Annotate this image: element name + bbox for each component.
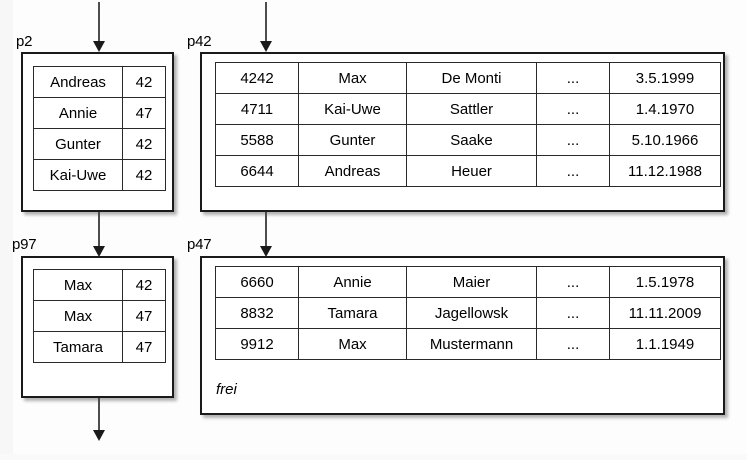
cell-page: 42 (122, 269, 166, 301)
data-table-p47[interactable]: 6660 Annie Maier ... 1.5.1978 8832 Tamar… (215, 266, 721, 360)
cell-id: 8832 (215, 297, 299, 329)
cell-date: 1.5.1978 (609, 266, 721, 298)
cell-last: Saake (406, 124, 537, 156)
cell-date: 11.12.1988 (609, 155, 721, 187)
cell-page: 47 (122, 331, 166, 363)
table-row[interactable]: Max 42 (33, 269, 166, 301)
cell-key: Max (33, 269, 123, 301)
cell-last: Jagellowsk (406, 297, 537, 329)
table-row[interactable]: Annie 47 (33, 97, 166, 129)
cell-last: De Monti (406, 62, 537, 94)
cell-last: Maier (406, 266, 537, 298)
cell-last: Mustermann (406, 328, 537, 360)
cell-page: 47 (122, 97, 166, 129)
cell-first: Kai-Uwe (298, 93, 407, 125)
cell-ellipsis: ... (536, 266, 610, 298)
cell-key: Annie (33, 97, 123, 129)
cell-id: 4711 (215, 93, 299, 125)
arrow-down-into-p2 (93, 2, 105, 52)
table-row[interactable]: Max 47 (33, 300, 166, 332)
index-table-p2[interactable]: Andreas 42 Annie 47 Gunter 42 Kai-Uwe 42 (33, 66, 166, 191)
bottom-strip (0, 454, 747, 460)
cell-date: 1.1.1949 (609, 328, 721, 360)
cell-ellipsis: ... (536, 155, 610, 187)
cell-first: Andreas (298, 155, 407, 187)
left-gutter-strip (0, 0, 13, 460)
table-row[interactable]: 6644 Andreas Heuer ... 11.12.1988 (215, 155, 721, 187)
cell-key: Tamara (33, 331, 123, 363)
table-row[interactable]: Andreas 42 (33, 66, 166, 98)
arrow-down-p2-to-p97 (93, 212, 105, 258)
table-row[interactable]: 9912 Max Mustermann ... 1.1.1949 (215, 328, 721, 360)
cell-id: 4242 (215, 62, 299, 94)
index-table-p97[interactable]: Max 42 Max 47 Tamara 47 (33, 269, 166, 363)
page-label-p47: p47 (187, 236, 212, 253)
cell-date: 3.5.1999 (609, 62, 721, 94)
cell-key: Max (33, 300, 123, 332)
cell-first: Max (298, 62, 407, 94)
table-row[interactable]: Kai-Uwe 42 (33, 159, 166, 191)
cell-id: 6660 (215, 266, 299, 298)
arrow-down-out-of-p97 (93, 398, 105, 443)
page-label-p97: p97 (12, 236, 37, 253)
cell-date: 11.11.2009 (609, 297, 721, 329)
table-row[interactable]: 8832 Tamara Jagellowsk ... 11.11.2009 (215, 297, 721, 329)
cell-ellipsis: ... (536, 124, 610, 156)
cell-key: Gunter (33, 128, 123, 160)
cell-first: Max (298, 328, 407, 360)
table-row[interactable]: 4242 Max De Monti ... 3.5.1999 (215, 62, 721, 94)
table-row[interactable]: 5588 Gunter Saake ... 5.10.1966 (215, 124, 721, 156)
cell-id: 9912 (215, 328, 299, 360)
page-label-p42: p42 (187, 33, 212, 50)
cell-date: 1.4.1970 (609, 93, 721, 125)
free-space-label-p47: frei (216, 381, 237, 398)
arrow-down-p42-to-p47 (260, 212, 272, 258)
arrow-down-into-p42 (260, 2, 272, 52)
cell-first: Tamara (298, 297, 407, 329)
table-row[interactable]: 6660 Annie Maier ... 1.5.1978 (215, 266, 721, 298)
cell-key: Kai-Uwe (33, 159, 123, 191)
cell-ellipsis: ... (536, 297, 610, 329)
cell-page: 42 (122, 66, 166, 98)
cell-page: 42 (122, 128, 166, 160)
cell-key: Andreas (33, 66, 123, 98)
cell-first: Gunter (298, 124, 407, 156)
table-row[interactable]: 4711 Kai-Uwe Sattler ... 1.4.1970 (215, 93, 721, 125)
cell-ellipsis: ... (536, 62, 610, 94)
cell-ellipsis: ... (536, 93, 610, 125)
table-row[interactable]: Tamara 47 (33, 331, 166, 363)
cell-id: 6644 (215, 155, 299, 187)
cell-last: Heuer (406, 155, 537, 187)
cell-page: 47 (122, 300, 166, 332)
cell-last: Sattler (406, 93, 537, 125)
table-row[interactable]: Gunter 42 (33, 128, 166, 160)
page-label-p2: p2 (16, 33, 33, 50)
data-table-p42[interactable]: 4242 Max De Monti ... 3.5.1999 4711 Kai-… (215, 62, 721, 187)
cell-page: 42 (122, 159, 166, 191)
cell-first: Annie (298, 266, 407, 298)
cell-id: 5588 (215, 124, 299, 156)
cell-date: 5.10.1966 (609, 124, 721, 156)
cell-ellipsis: ... (536, 328, 610, 360)
